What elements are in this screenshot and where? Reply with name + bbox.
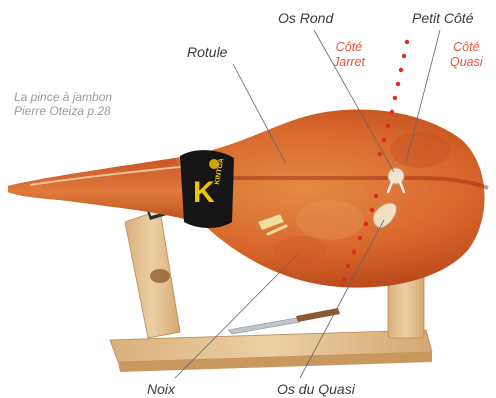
ham xyxy=(8,109,488,287)
label-os-du-quasi: Os du Quasi xyxy=(277,381,355,398)
credit-caption: La pince à jambon Pierre Oteiza p.28 xyxy=(14,90,112,119)
label-noix: Noix xyxy=(147,381,175,398)
brand-logo-letter: K xyxy=(193,176,215,210)
label-cote-quasi-line2: Quasi xyxy=(450,55,483,70)
label-cote-quasi: Côté Quasi xyxy=(450,40,483,70)
label-cote-quasi-line1: Côté xyxy=(450,40,483,55)
label-os-rond: Os Rond xyxy=(278,10,333,27)
label-cote-jarret-line2: Jarret xyxy=(333,55,365,70)
label-cote-jarret-line1: Côté xyxy=(333,40,365,55)
credit-line-2: Pierre Oteiza p.28 xyxy=(14,104,112,118)
label-rotule: Rotule xyxy=(187,44,227,61)
label-cote-jarret: Côté Jarret xyxy=(333,40,365,70)
credit-line-1: La pince à jambon xyxy=(14,90,112,104)
label-petit-cote: Petit Côté xyxy=(412,10,473,27)
